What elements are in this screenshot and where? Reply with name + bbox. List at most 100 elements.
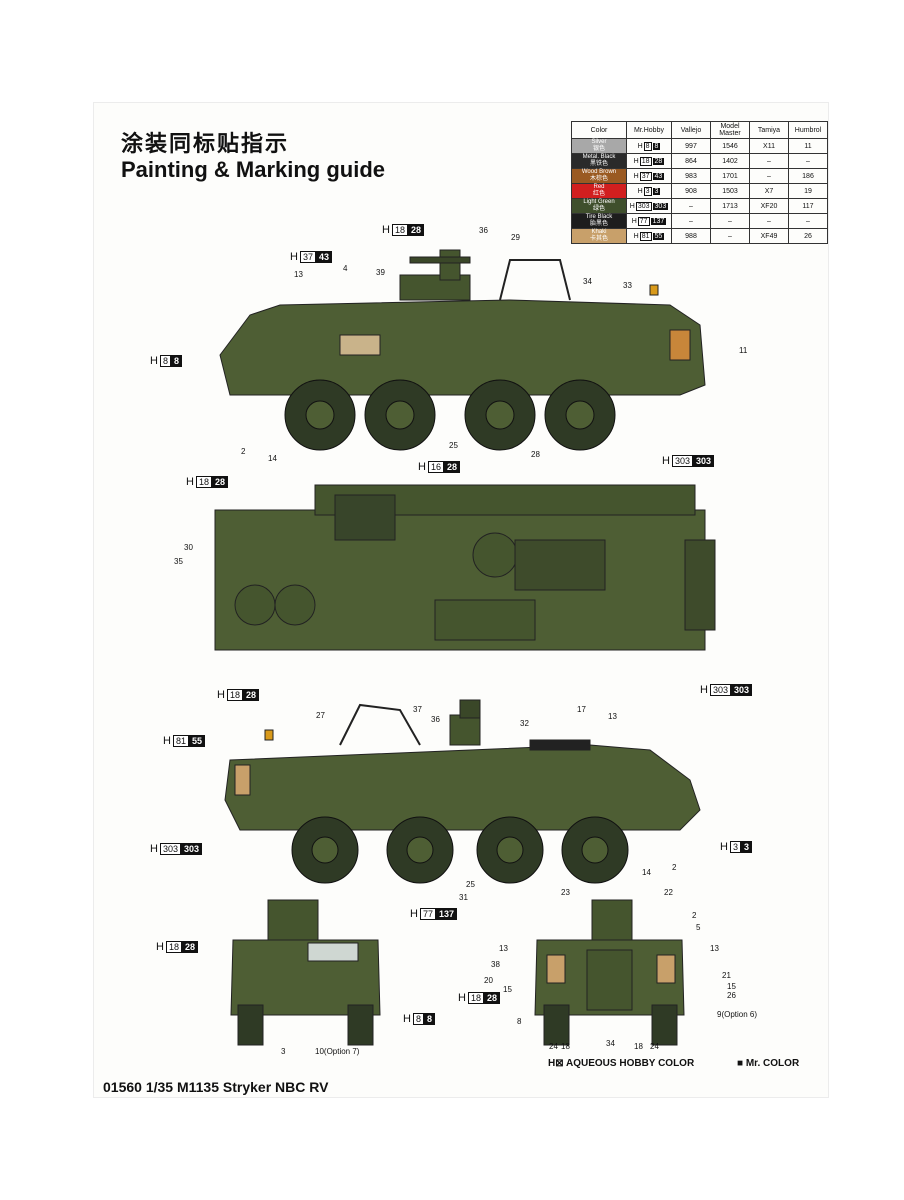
part-number: 22 xyxy=(664,888,673,897)
legend-aqueous: H⊠ AQUEOUS HOBBY COLOR xyxy=(548,1058,695,1069)
tamiya-cell: XF20 xyxy=(749,198,789,214)
part-number: 32 xyxy=(520,719,529,728)
humbrol-cell: – xyxy=(788,213,828,229)
part-number: 30 xyxy=(184,543,193,552)
vallejo-cell: – xyxy=(671,198,711,214)
humbrol-cell: 186 xyxy=(788,168,828,184)
part-number: 9(Option 6) xyxy=(717,1010,758,1019)
humbrol-cell: 11 xyxy=(788,138,828,154)
part-number: 39 xyxy=(376,268,385,277)
part-number: 24 xyxy=(549,1042,558,1051)
part-number: 4 xyxy=(343,264,348,273)
side-view-left-drawing xyxy=(224,699,701,884)
part-number: 18 xyxy=(561,1042,570,1051)
side-view-right-drawing xyxy=(219,249,706,451)
tamiya-cell: – xyxy=(749,213,789,229)
humbrol-cell: 26 xyxy=(788,228,828,244)
part-number: 29 xyxy=(511,233,520,242)
part-number: 13 xyxy=(294,270,303,279)
part-number: 14 xyxy=(268,454,277,463)
part-number: 3 xyxy=(281,1047,286,1056)
part-number: 36 xyxy=(431,715,440,724)
vallejo-cell: 988 xyxy=(671,228,711,244)
part-number: 2 xyxy=(692,911,697,920)
part-number: 11 xyxy=(739,346,748,355)
wheels xyxy=(284,379,616,451)
col-tamiya: Tamiya xyxy=(749,121,789,139)
footer-title: 01560 1/35 M1135 Stryker NBC RV xyxy=(103,1079,329,1095)
vallejo-cell: 864 xyxy=(671,153,711,169)
wheels xyxy=(291,816,629,884)
part-number: 21 xyxy=(722,971,731,980)
model-master-cell: – xyxy=(710,228,750,244)
part-number: 34 xyxy=(606,1039,615,1048)
col-humbrol: Humbrol xyxy=(788,121,828,139)
table-header-row: Color Mr.Hobby Vallejo Model Master Tami… xyxy=(571,121,828,139)
part-number: 34 xyxy=(583,277,592,286)
part-number: 13 xyxy=(710,944,719,953)
part-number: 25 xyxy=(466,880,475,889)
part-number: 13 xyxy=(608,712,617,721)
tamiya-cell: – xyxy=(749,153,789,169)
humbrol-cell: 117 xyxy=(788,198,828,214)
title-english: Painting & Marking guide xyxy=(121,157,386,182)
tamiya-cell: X7 xyxy=(749,183,789,199)
part-number: 17 xyxy=(577,705,586,714)
part-number: 2 xyxy=(241,447,246,456)
part-number: 25 xyxy=(449,441,458,450)
model-master-cell: 1503 xyxy=(710,183,750,199)
part-number: 31 xyxy=(459,893,468,902)
part-number: 27 xyxy=(316,711,325,720)
front-view-drawing xyxy=(230,899,381,1046)
model-master-cell: 1713 xyxy=(710,198,750,214)
tamiya-cell: X11 xyxy=(749,138,789,154)
part-number: 2 xyxy=(672,863,677,872)
col-vallejo: Vallejo xyxy=(671,121,711,139)
hull xyxy=(219,249,706,396)
part-number: 14 xyxy=(642,868,651,877)
part-number: 13 xyxy=(499,944,508,953)
paint-reference-table: Color Mr.Hobby Vallejo Model Master Tami… xyxy=(571,121,828,244)
part-number: 35 xyxy=(174,557,183,566)
humbrol-cell: – xyxy=(788,153,828,169)
part-number: 33 xyxy=(623,281,632,290)
part-number: 18 xyxy=(634,1042,643,1051)
vallejo-cell: 983 xyxy=(671,168,711,184)
part-number: 37 xyxy=(413,705,422,714)
vallejo-cell: 908 xyxy=(671,183,711,199)
part-number: 28 xyxy=(531,450,540,459)
tamiya-cell: – xyxy=(749,168,789,184)
part-number: 26 xyxy=(727,991,736,1000)
model-master-cell: 1701 xyxy=(710,168,750,184)
model-master-cell: 1546 xyxy=(710,138,750,154)
